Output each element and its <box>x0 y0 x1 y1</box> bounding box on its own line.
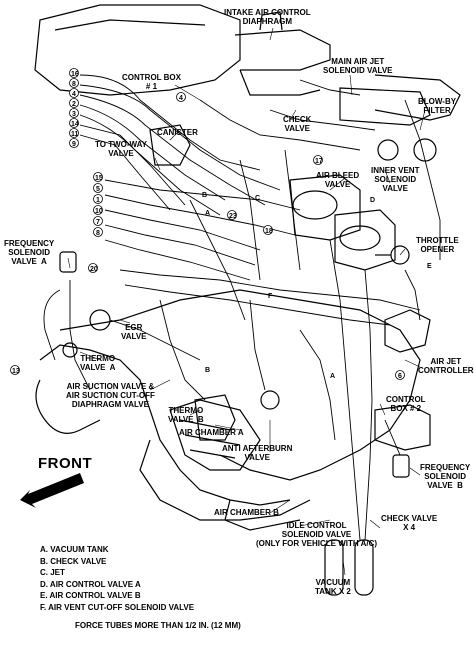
component-callout-letters: B A C D E F A B <box>202 192 432 380</box>
label-check-valve-top: CHECK VALVE <box>283 115 312 133</box>
svg-text:18: 18 <box>265 228 273 235</box>
label-anti-afterburn-valve: ANTI AFTERBURN VALVE <box>222 444 293 462</box>
label-intake-air-control-diaphragm: INTAKE AIR CONTROL DIAPHRAGM <box>224 8 311 26</box>
svg-text:16: 16 <box>71 71 79 78</box>
svg-text:B: B <box>205 367 210 374</box>
svg-text:17: 17 <box>315 158 323 165</box>
tube-force-note: FORCE TUBES MORE THAN 1/2 IN. (12 MM) <box>75 621 241 630</box>
svg-text:5: 5 <box>96 186 100 193</box>
component-legend: A. VACUUM TANK B. CHECK VALVE C. JET D. … <box>40 544 194 613</box>
connector-3 <box>69 108 79 118</box>
connector-number-circles <box>10 68 405 380</box>
connector-4-box <box>176 92 186 102</box>
label-air-suction-valve: AIR SUCTION VALVE & AIR SUCTION CUT-OFF … <box>66 382 155 409</box>
connector-10 <box>93 205 103 215</box>
svg-text:D: D <box>370 197 375 204</box>
svg-text:A: A <box>205 210 210 217</box>
svg-text:F: F <box>268 293 273 300</box>
label-egr-valve: EGR VALVE <box>121 323 147 341</box>
legend-item: D. AIR CONTROL VALVE A <box>40 579 141 589</box>
connector-8 <box>69 78 79 88</box>
svg-text:7: 7 <box>96 219 100 226</box>
label-blow-by-filter: BLOW-BY FILTER <box>418 97 457 115</box>
label-idle-control-solenoid-valve: IDLE CONTROL SOLENOID VALVE (ONLY FOR VE… <box>256 521 378 548</box>
connector-14 <box>69 118 79 128</box>
label-air-chamber-a: AIR CHAMBER A <box>179 428 244 437</box>
label-control-box-2: CONTROL BOX # 2 <box>386 395 426 413</box>
label-throttle-opener: THROTTLE OPENER <box>416 236 459 254</box>
connector-6 <box>395 370 405 380</box>
svg-text:A: A <box>330 373 335 380</box>
legend-item: A. VACUUM TANK <box>40 545 109 554</box>
legend-item: F. AIR VENT CUT-OFF SOLENOID VALVE <box>40 602 195 612</box>
label-vacuum-tank-x2: VACUUM TANK X 2 <box>315 578 351 596</box>
svg-text:1: 1 <box>96 197 100 204</box>
label-air-chamber-b: AIR CHAMBER B <box>214 508 279 517</box>
svg-text:20: 20 <box>90 266 98 273</box>
label-frequency-solenoid-valve-a: FREQUENCY SOLENOID VALVE A <box>4 239 55 266</box>
svg-text:4: 4 <box>72 91 76 98</box>
svg-text:4: 4 <box>179 95 183 102</box>
connector-18 <box>263 225 273 235</box>
label-control-box-1: CONTROL BOX # 1 <box>122 73 181 91</box>
label-canister: CANISTER <box>157 128 198 137</box>
label-to-two-way-valve: TO TWO-WAY VALVE <box>95 140 147 158</box>
front-arrow-icon <box>20 473 84 508</box>
connector-9 <box>69 138 79 148</box>
connector-2 <box>69 98 79 108</box>
leader-lines <box>67 27 426 576</box>
svg-text:6: 6 <box>398 373 402 380</box>
svg-text:8: 8 <box>96 230 100 237</box>
label-frequency-solenoid-valve-b: FREQUENCY SOLENOID VALVE B <box>420 463 471 490</box>
svg-text:C: C <box>255 195 260 202</box>
connector-16 <box>69 68 79 78</box>
vacuum-hoses <box>43 74 441 541</box>
svg-text:14: 14 <box>71 121 79 128</box>
svg-text:15: 15 <box>95 175 103 182</box>
svg-text:9: 9 <box>72 141 76 148</box>
label-check-valve-x4: CHECK VALVE X 4 <box>381 514 438 532</box>
label-main-air-jet-solenoid-valve: MAIN AIR JET SOLENOID VALVE <box>323 57 393 75</box>
front-direction-label: FRONT <box>38 455 93 472</box>
connector-4 <box>69 88 79 98</box>
connector-11 <box>69 128 79 138</box>
svg-text:E: E <box>427 263 432 270</box>
connector-15 <box>93 172 103 182</box>
label-inner-vent-solenoid-valve: INNER VENT SOLENOID VALVE <box>371 166 420 193</box>
label-thermo-valve-b: THERMO VALVE B <box>168 406 204 424</box>
connector-17 <box>313 155 323 165</box>
svg-text:23: 23 <box>229 213 237 220</box>
connector-13 <box>10 365 20 375</box>
svg-text:8: 8 <box>72 81 76 88</box>
label-air-bleed-valve: AIR BLEED VALVE <box>316 171 360 189</box>
engine-outline <box>34 4 461 596</box>
legend-item: B. CHECK VALVE <box>40 556 107 566</box>
connector-20 <box>88 263 98 273</box>
label-air-jet-controller: AIR JET CONTROLLER <box>418 357 474 375</box>
label-thermo-valve-a: THERMO VALVE A <box>80 354 116 372</box>
connector-7 <box>93 216 103 226</box>
svg-text:13: 13 <box>12 368 20 375</box>
svg-text:2: 2 <box>72 101 76 108</box>
connector-1 <box>93 194 103 204</box>
legend-item: E. AIR CONTROL VALVE B <box>40 591 141 600</box>
connector-23 <box>227 210 237 220</box>
svg-text:B: B <box>202 192 207 199</box>
svg-text:3: 3 <box>72 111 76 118</box>
connector-5 <box>93 183 103 193</box>
legend-item: C. JET <box>40 568 65 577</box>
connector-8b <box>93 227 103 237</box>
svg-text:11: 11 <box>71 131 79 138</box>
connector-number-text: 16 8 4 2 3 14 11 9 4 15 5 1 10 7 8 20 17… <box>12 71 402 380</box>
svg-text:10: 10 <box>95 208 103 215</box>
